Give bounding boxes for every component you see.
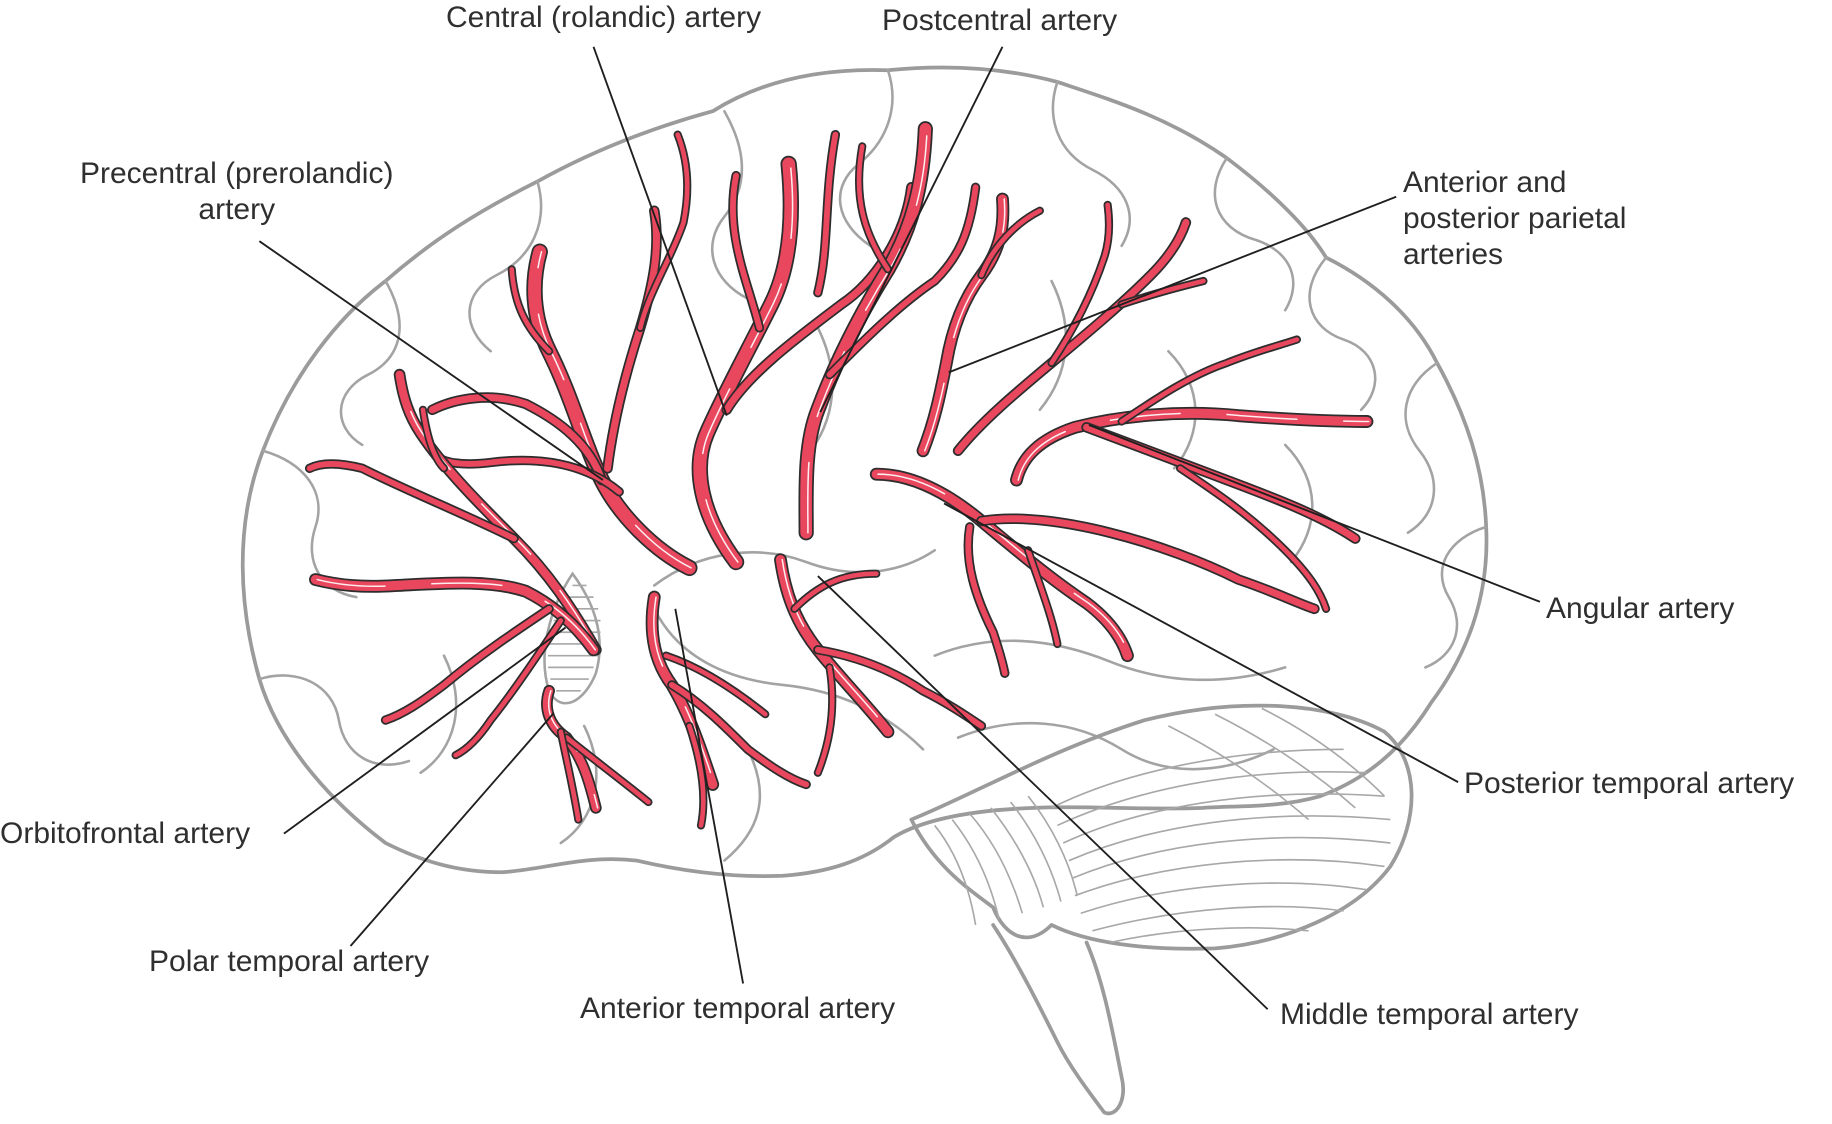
artery-postcentral-branch [824,182,981,380]
artery-polar-temporal-branch [562,733,653,807]
label-posterior-temporal-artery: Posterior temporal artery [1464,767,1795,800]
cerebrum-outline [240,65,1489,878]
leader-parietal [948,195,1397,374]
artery-middle-temporal-branch [790,569,881,613]
label-anterior-temporal-artery: Anterior temporal artery [580,992,896,1025]
artery-central-branch [728,170,765,333]
artery-parietal-branch [952,217,1192,457]
gyrus-line [653,549,936,587]
artery-precentral [526,243,698,577]
artery-angular-branch [1081,422,1361,544]
brainstem [991,923,1125,1116]
gyrus-line [1213,156,1295,312]
artery-postcentral [798,121,933,541]
artery-posterior-temporal [869,467,1134,663]
leader-orbitofrontal [283,626,567,835]
artery-angular-branch [1117,335,1301,426]
gyrus-line [1424,525,1488,669]
artery-frontal-branch [304,459,519,544]
artery-angular [1010,406,1374,487]
gyrus-line [1283,443,1314,564]
artery-posterior-temporal-branch [1024,546,1062,649]
gyrus-line [1404,361,1439,535]
leader-precentral [258,240,604,481]
gyrus-line [1051,80,1131,248]
artery-precentral-branch [507,265,554,356]
gyrus-line [956,721,1275,771]
artery-anterior-temporal-branch [661,651,770,719]
label-angular-artery: Angular artery [1546,592,1735,625]
leader-polar-temporal [349,712,555,947]
artery-angular-branch [1175,464,1331,613]
leader-angular [1088,424,1541,603]
artery-parietal-branch [977,206,1044,280]
brain-illustration [240,65,1489,1116]
artery-anterior-temporal-branch [685,721,708,830]
artery-middle-temporal-branch [813,663,837,777]
gyrus-line [933,639,1287,682]
artery-frontal-branch [418,405,449,473]
artery-posterior-temporal-branch [976,513,1320,615]
label-middle-temporal-artery: Middle temporal artery [1280,998,1579,1031]
artery-precentral-branch [427,392,607,486]
artery-central-branch [813,129,841,298]
label-postcentral-artery: Postcentral artery [882,4,1118,37]
artery-orbitofrontal-branch [380,604,554,725]
artery-middle-temporal-branch [813,645,987,731]
artery-frontal [393,368,602,656]
gyrus-line [419,654,458,775]
leader-lines [258,46,1541,1010]
artery-postcentral-branch [854,142,893,274]
gyrus-line [710,109,750,300]
artery-precentral-branch [636,130,692,332]
gyrus-line [723,748,762,862]
middle-cerebral-artery-branches [304,121,1374,830]
label-polar-temporal-artery: Polar temporal artery [149,945,430,978]
leader-anterior-temporal [674,608,745,984]
artery-orbitofrontal-branch [451,616,565,760]
gyrus-line [1308,256,1377,412]
gyrus-line [339,279,401,447]
artery-anterior-temporal-branch [667,680,811,790]
artery-precentral-branch [602,205,662,474]
label-precentral-artery: Precentral (prerolandic) artery [80,157,394,226]
label-central-rolandic-artery: Central (rolandic) artery [446,1,762,34]
label-parietal-arteries: Anterior and posterior parietal arteries [1403,166,1627,271]
gyrus-line [468,180,543,353]
artery-orbitofrontal [309,573,600,657]
leader-middle-temporal [817,575,1269,1010]
leader-postcentral [819,46,1004,413]
artery-parietal-branch [1047,200,1114,368]
leader-posterior-temporal [943,502,1459,783]
artery-posterior-temporal-branch [963,522,1010,678]
cerebellum [909,703,1414,951]
label-orbitofrontal-artery: Orbitofrontal artery [0,817,251,850]
leader-central [592,46,728,416]
artery-central [691,155,800,571]
artery-polar-temporal-branch [556,727,583,824]
